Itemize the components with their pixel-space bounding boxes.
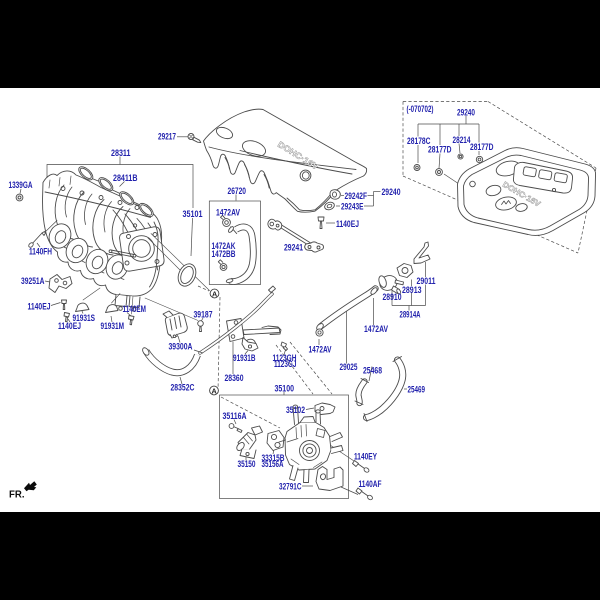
svg-text:1472AV: 1472AV <box>216 208 240 218</box>
svg-text:(-070702): (-070702) <box>407 104 434 114</box>
svg-text:1123GJ: 1123GJ <box>274 359 297 369</box>
svg-text:25468: 25468 <box>363 366 382 376</box>
svg-text:28360: 28360 <box>225 373 244 383</box>
svg-text:28913: 28913 <box>402 285 422 295</box>
svg-text:91931S: 91931S <box>73 313 96 323</box>
svg-text:26720: 26720 <box>228 186 247 196</box>
svg-text:1140FH: 1140FH <box>29 247 52 257</box>
svg-text:29240: 29240 <box>382 187 401 197</box>
svg-text:91931M: 91931M <box>101 321 125 331</box>
svg-text:35116A: 35116A <box>223 411 247 421</box>
svg-text:28914A: 28914A <box>400 310 421 320</box>
svg-text:35102: 35102 <box>286 405 305 415</box>
svg-text:32791C: 32791C <box>279 482 302 492</box>
svg-text:29242F: 29242F <box>345 191 368 201</box>
svg-text:29241: 29241 <box>284 243 303 253</box>
svg-text:28411B: 28411B <box>113 173 138 183</box>
svg-text:1472AV: 1472AV <box>309 345 332 355</box>
svg-text:33315B: 33315B <box>262 453 285 463</box>
svg-text:1140EM: 1140EM <box>123 304 147 314</box>
svg-text:1472AV: 1472AV <box>364 324 388 334</box>
svg-text:A: A <box>212 389 217 396</box>
svg-text:1472AK: 1472AK <box>212 241 236 251</box>
svg-text:39187: 39187 <box>194 310 213 320</box>
svg-text:35100: 35100 <box>275 384 295 394</box>
svg-text:1140EY: 1140EY <box>354 452 377 462</box>
svg-text:35101: 35101 <box>183 209 203 219</box>
svg-text:29243E: 29243E <box>341 202 364 212</box>
svg-text:1123GH: 1123GH <box>273 353 297 363</box>
svg-text:1140EJ: 1140EJ <box>58 321 81 331</box>
svg-text:29240: 29240 <box>457 108 475 118</box>
svg-text:28910: 28910 <box>383 292 402 302</box>
svg-text:1140EJ: 1140EJ <box>28 302 51 312</box>
svg-text:1140EJ: 1140EJ <box>336 219 359 229</box>
svg-text:29025: 29025 <box>340 362 358 372</box>
svg-text:29011: 29011 <box>417 276 436 286</box>
svg-text:1472BB: 1472BB <box>212 249 236 259</box>
svg-text:1339GA: 1339GA <box>9 180 33 190</box>
svg-text:39251A: 39251A <box>21 276 45 286</box>
svg-text:28178C: 28178C <box>407 136 431 146</box>
svg-text:35156A: 35156A <box>262 459 284 469</box>
svg-text:29217: 29217 <box>158 132 176 142</box>
svg-text:28177D: 28177D <box>470 142 494 152</box>
svg-text:91931B: 91931B <box>233 353 256 363</box>
svg-text:35150: 35150 <box>238 459 256 469</box>
svg-text:FR.: FR. <box>9 489 25 501</box>
svg-text:28352C: 28352C <box>171 383 195 393</box>
svg-text:28177D: 28177D <box>428 145 452 155</box>
svg-text:A: A <box>212 292 217 299</box>
svg-text:1140AF: 1140AF <box>359 479 382 489</box>
svg-text:28311: 28311 <box>111 148 131 158</box>
svg-text:39300A: 39300A <box>169 342 193 352</box>
svg-text:28214: 28214 <box>453 135 471 145</box>
svg-text:25469: 25469 <box>408 385 426 395</box>
